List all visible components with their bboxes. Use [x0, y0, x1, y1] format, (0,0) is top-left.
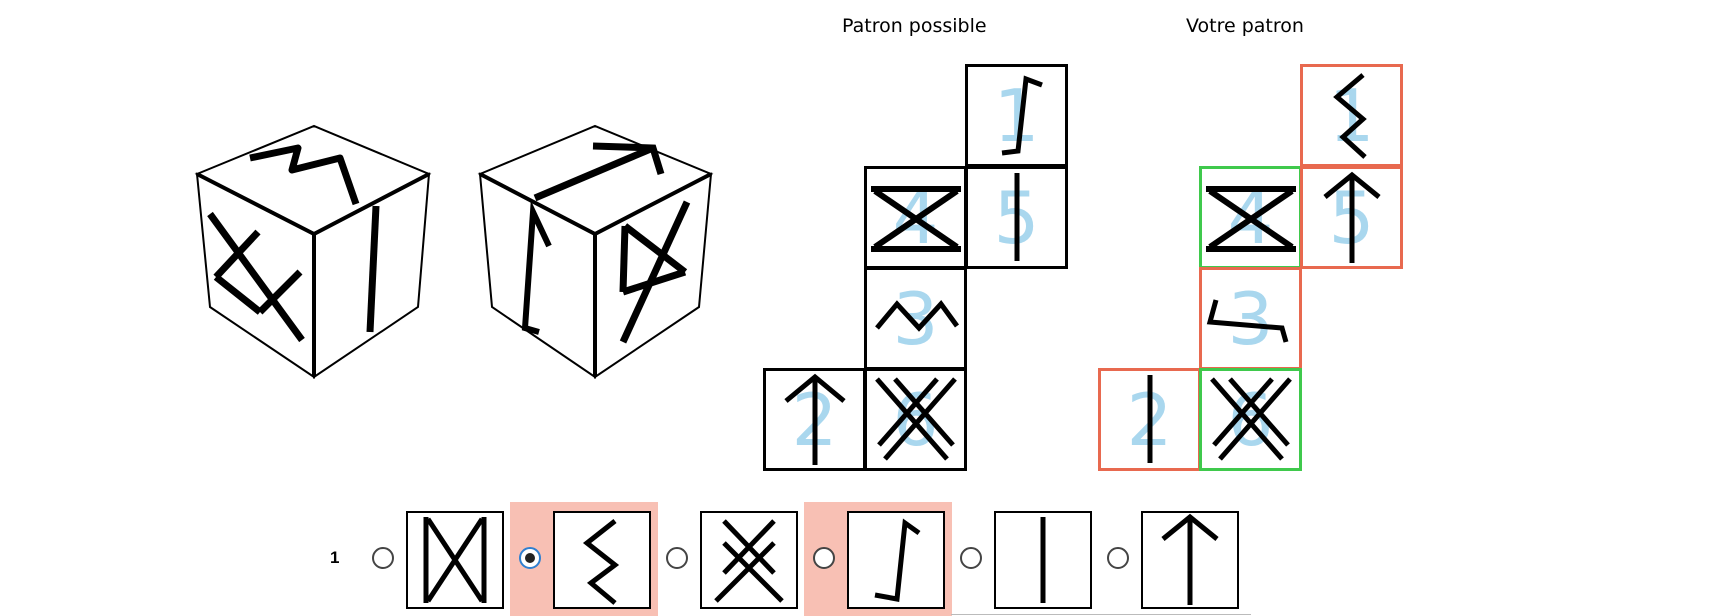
cube-right	[477, 124, 714, 379]
divider	[951, 614, 1251, 615]
answer-option-3[interactable]	[657, 502, 805, 616]
your-face-1: 1	[1300, 64, 1403, 167]
possible-face-2: 2	[763, 368, 866, 471]
radio-button[interactable]	[666, 547, 688, 569]
possible-face-4: 4	[864, 166, 967, 269]
hook-icon	[874, 518, 921, 602]
face-number: 1	[1328, 73, 1375, 158]
cube-left-left-doublex	[207, 211, 305, 343]
arrow-up-icon	[1161, 513, 1219, 605]
radio-button[interactable]	[1107, 547, 1129, 569]
hourglass-icon	[1206, 186, 1296, 252]
vertical-bar-icon	[1147, 375, 1153, 463]
double-x-icon	[875, 377, 957, 461]
double-x-icon	[1210, 377, 1292, 461]
your-face-3: 3	[1199, 267, 1302, 370]
hook-icon	[1001, 75, 1043, 156]
hook-icon	[1206, 299, 1289, 343]
hourglass-icon	[423, 517, 487, 603]
double-x-icon	[714, 519, 784, 603]
answer-option-2[interactable]	[510, 502, 658, 616]
face-number: 3	[1227, 276, 1274, 361]
answer-symbol-box[interactable]	[553, 511, 651, 609]
possible-face-5: 5	[965, 166, 1068, 269]
your-face-2: 2	[1098, 368, 1201, 471]
answer-symbol-box[interactable]	[1141, 511, 1239, 609]
radio-button[interactable]	[960, 547, 982, 569]
vertical-bar-icon	[1040, 517, 1046, 603]
answer-option-4[interactable]	[804, 502, 952, 616]
cube-left	[194, 124, 432, 379]
answer-symbol-box[interactable]	[847, 511, 945, 609]
possible-face-1: 1	[965, 64, 1068, 167]
zigzag-icon	[875, 300, 960, 332]
your-net-title: Votre patron	[1186, 15, 1304, 37]
possible-net-title: Patron possible	[842, 15, 987, 37]
cube-left-top-zigzag	[249, 144, 360, 206]
answer-symbol-box[interactable]	[994, 511, 1092, 609]
possible-face-3: 3	[864, 267, 967, 370]
answer-option-5[interactable]	[951, 502, 1099, 616]
row-number: 1	[330, 548, 340, 567]
radio-button[interactable]	[813, 547, 835, 569]
possible-face-6: 6	[864, 368, 967, 471]
zigzag-icon	[1333, 73, 1367, 159]
your-face-4: 4	[1199, 166, 1302, 269]
face-number: 1	[993, 73, 1040, 158]
cube-right-left-hook	[521, 200, 552, 335]
hourglass-icon	[871, 186, 961, 252]
arrow-up-icon	[784, 373, 846, 465]
answer-symbol-box[interactable]	[406, 511, 504, 609]
your-face-5: 5	[1300, 166, 1403, 269]
answer-option-1[interactable]	[363, 502, 511, 616]
cube-right-top-arrow	[533, 142, 665, 202]
zigzag-icon	[582, 519, 620, 605]
cube-right-right-doublex	[619, 200, 691, 344]
radio-button[interactable]	[372, 547, 394, 569]
radio-button-selected[interactable]	[519, 547, 541, 569]
answer-symbol-box[interactable]	[700, 511, 798, 609]
answer-options	[320, 502, 1251, 616]
answer-option-6[interactable]	[1098, 502, 1246, 616]
vertical-bar-icon	[1014, 173, 1020, 261]
your-face-6: 6	[1199, 368, 1302, 471]
cube-left-right-bar	[366, 205, 380, 333]
arrow-up-icon	[1323, 171, 1381, 263]
